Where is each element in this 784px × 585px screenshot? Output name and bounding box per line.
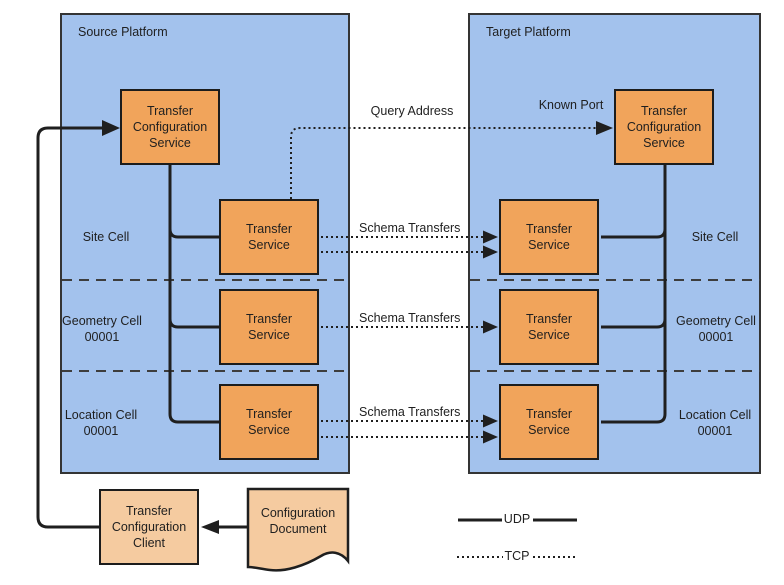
source-site-transfer-service-box: Transfer Service [219,199,319,275]
target-site-transfer-service-box: Transfer Service [499,199,599,275]
target-platform-title: Target Platform [486,25,571,39]
known-port-label: Known Port [538,98,604,112]
document-to-client-arrow-icon [201,520,219,534]
schema-transfers-geometry-label: Schema Transfers [359,311,461,325]
legend-udp-label: UDP [503,512,531,526]
schema-geometry-arrow-icon [483,320,498,334]
source-location-cell-label: Location Cell 00001 [64,408,138,438]
target-geometry-cell-label: Geometry Cell 00001 [676,314,756,344]
query-address-label: Query Address [370,104,454,118]
source-tcs-to-geometry-service-line [168,165,219,329]
schema-site-arrow-1-icon [483,230,498,244]
target-transfer-configuration-service-box: Transfer Configuration Service [614,89,714,165]
source-location-transfer-service-box: Transfer Service [219,384,319,460]
client-to-source-tcs-arrow-icon [102,120,120,136]
query-address-arrow-icon [596,121,613,135]
source-geometry-cell-label: Geometry Cell 00001 [62,314,142,344]
legend-tcp-label: TCP [504,549,530,563]
source-geometry-transfer-service-box: Transfer Service [219,289,319,365]
schema-site-arrow-2-icon [483,245,498,259]
transfer-configuration-client-box: Transfer Configuration Client [99,489,199,565]
source-transfer-configuration-service-box: Transfer Configuration Service [120,89,220,165]
source-tcs-to-location-service-line [168,165,219,424]
target-site-cell-label: Site Cell [691,230,739,244]
target-tcs-to-location-service-line [601,165,667,424]
configuration-document-shape [246,487,350,572]
target-tcs-to-site-service-line [601,165,667,239]
client-to-source-tcs-line [36,126,103,529]
source-site-cell-label: Site Cell [82,230,130,244]
configuration-document-label: Configuration Document [260,506,336,536]
source-platform-title: Source Platform [78,25,168,39]
schema-transfers-site-label: Schema Transfers [359,221,461,235]
query-address-line [290,127,597,199]
target-tcs-to-geometry-service-line [601,165,667,329]
target-location-cell-label: Location Cell 00001 [678,408,752,438]
target-geometry-transfer-service-box: Transfer Service [499,289,599,365]
schema-transfers-location-label: Schema Transfers [359,405,461,419]
schema-location-arrow-1-icon [483,414,498,428]
schema-location-arrow-2-icon [483,430,498,444]
target-location-transfer-service-box: Transfer Service [499,384,599,460]
source-tcs-to-site-service-line [168,165,219,239]
